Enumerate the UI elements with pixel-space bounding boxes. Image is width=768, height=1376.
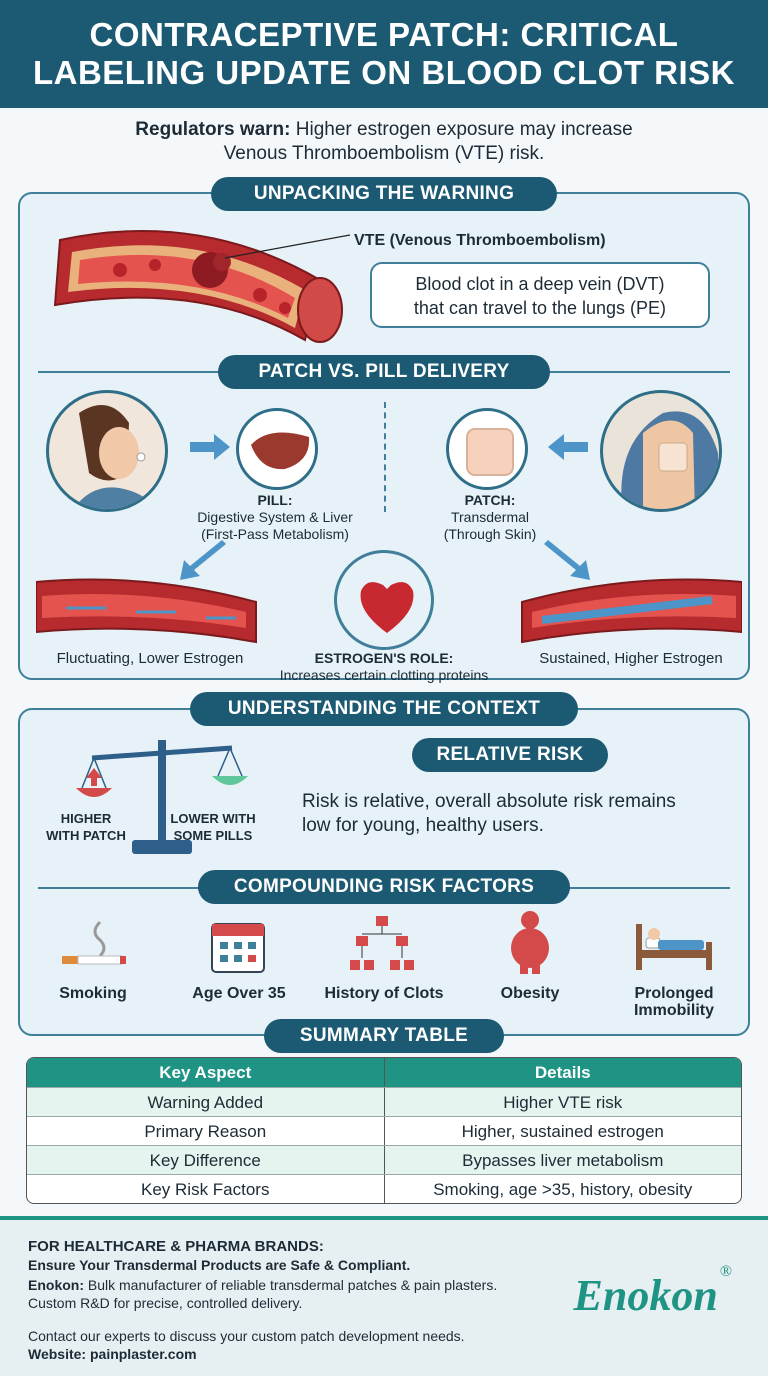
person-icon [511,911,549,974]
table-cell: Key Risk Factors [27,1175,385,1203]
pill-line-2: (First-Pass Metabolism) [201,526,349,542]
scale-left-2: WITH PATCH [46,828,126,843]
callout-line-1: Blood clot in a deep vein (DVT) [415,274,665,294]
patch-line-2: (Through Skin) [443,526,537,542]
intro-text: Regulators warn: Higher estrogen exposur… [0,118,768,166]
arm-with-patch-image [600,390,722,512]
scale-right-label: LOWER WITH SOME PILLS [160,810,266,844]
footer-brand-inline: Enokon: [28,1277,84,1293]
relative-line-2: low for young, healthy users. [302,815,544,836]
footer: FOR HEALTHCARE & PHARMA BRANDS: Ensure Y… [0,1216,768,1376]
table-cell: Key Difference [27,1146,385,1174]
vein-clot-illustration [53,230,350,343]
context-section-title: UNDERSTANDING THE CONTEXT [190,692,578,726]
heart-blood-cells-image [334,550,434,650]
family-tree-icon [350,916,414,970]
registered-mark: ® [719,1263,732,1281]
brand-logo: Enokon® [573,1263,732,1321]
vte-definition-callout: Blood clot in a deep vein (DVT) that can… [370,262,710,328]
callout-line-2: that can travel to the lungs (PE) [413,298,667,318]
summary-table: Key Aspect Details Warning Added Higher … [26,1057,742,1204]
pill-head: PILL: [257,492,293,508]
factor-age: Age Over 35 [192,985,286,1002]
balance-scale-icon [76,740,248,854]
arrow-right-icon [190,434,230,460]
vte-label: VTE (Venous Thromboembolism) [354,232,606,249]
relative-risk-title: RELATIVE RISK [412,738,608,772]
risk-factors-title: COMPOUNDING RISK FACTORS [198,870,570,904]
arrow-left-icon [548,434,588,460]
factor-obesity: Obesity [500,985,560,1002]
estrogen-role-head: ESTROGEN'S ROLE: [314,650,454,666]
page-title-line-1: CONTRACEPTIVE PATCH: CRITICAL [89,16,679,53]
footer-heading: FOR HEALTHCARE & PHARMA BRANDS: [28,1238,324,1255]
summary-section-title: SUMMARY TABLE [264,1019,504,1053]
footer-website-link[interactable]: Website: painplaster.com [28,1346,197,1362]
table-cell: Primary Reason [27,1117,385,1145]
header-banner: CONTRACEPTIVE PATCH: CRITICAL LABELING U… [0,0,768,108]
table-cell: Bypasses liver metabolism [462,1151,664,1170]
page-title-line-2: LABELING UPDATE ON BLOOD CLOT RISK [32,54,736,91]
patch-line-1: Transdermal [450,509,530,525]
patch-description: PATCH: Transdermal (Through Skin) [400,492,580,543]
liver-image [236,408,318,490]
table-row: Warning Added Higher VTE risk [27,1087,741,1116]
delivery-section-title: PATCH VS. PILL DELIVERY [218,355,550,389]
table-cell: Warning Added [27,1088,385,1116]
bed-icon [636,924,712,970]
table-cell: Smoking, age >35, history, obesity [433,1180,693,1199]
brand-logo-text: Enokon [573,1271,718,1320]
table-header-row: Key Aspect Details [27,1058,741,1087]
pill-result-label: Fluctuating, Lower Estrogen [56,650,244,667]
calendar-icon [211,923,265,973]
footer-description-text: Bulk manufacturer of reliable transderma… [28,1277,498,1311]
factor-history: History of Clots [324,985,444,1002]
patch-image [446,408,528,490]
table-row: Key Difference Bypasses liver metabolism [27,1145,741,1174]
table-cell: Higher VTE risk [503,1093,623,1112]
intro-bold: Regulators warn: [135,119,291,140]
estrogen-role: ESTROGEN'S ROLE: Increases certain clott… [254,650,514,684]
factor-immobility: Prolonged Immobility [614,985,734,1019]
relative-line-1: Risk is relative, overall absolute risk … [302,791,676,812]
relative-risk-text: Risk is relative, overall absolute risk … [302,790,742,838]
arrow-down-left-icon [180,540,226,580]
footer-contact: Contact our experts to discuss your cust… [28,1328,465,1344]
scale-left-1: HIGHER [60,811,112,826]
table-row: Primary Reason Higher, sustained estroge… [27,1116,741,1145]
table-cell: Higher, sustained estrogen [461,1122,664,1141]
scale-right-2: SOME PILLS [173,828,253,843]
patch-head: PATCH: [464,492,516,508]
warning-section-title: UNPACKING THE WARNING [211,177,557,211]
table-row: Key Risk Factors Smoking, age >35, histo… [27,1174,741,1203]
footer-description: Enokon: Bulk manufacturer of reliable tr… [28,1276,498,1312]
woman-taking-pill-image [46,390,168,512]
patch-result-label: Sustained, Higher Estrogen [539,650,723,667]
scale-right-1: LOWER WITH [170,811,256,826]
table-header-cell: Details [534,1063,591,1082]
factor-immobility-2: Immobility [633,1002,714,1019]
arrow-down-right-icon [544,540,590,580]
factor-smoking: Smoking [59,985,127,1002]
pill-vein-illustration [36,578,257,644]
pill-description: PILL: Digestive System & Liver (First-Pa… [170,492,380,543]
estrogen-role-text: Increases certain clotting proteins [279,667,489,683]
pill-line-1: Digestive System & Liver [197,509,353,525]
table-header-cell: Key Aspect [27,1058,385,1087]
factor-immobility-1: Prolonged [634,985,714,1002]
patch-vein-illustration [521,578,742,644]
scale-left-label: HIGHER WITH PATCH [36,810,136,844]
intro-text-2: Venous Thromboembolism (VTE) risk. [223,143,545,164]
cigarette-icon [62,920,126,965]
intro-text-1: Higher estrogen exposure may increase [290,119,633,140]
footer-subheading: Ensure Your Transdermal Products are Saf… [28,1257,411,1273]
center-dashed-divider [384,402,386,512]
